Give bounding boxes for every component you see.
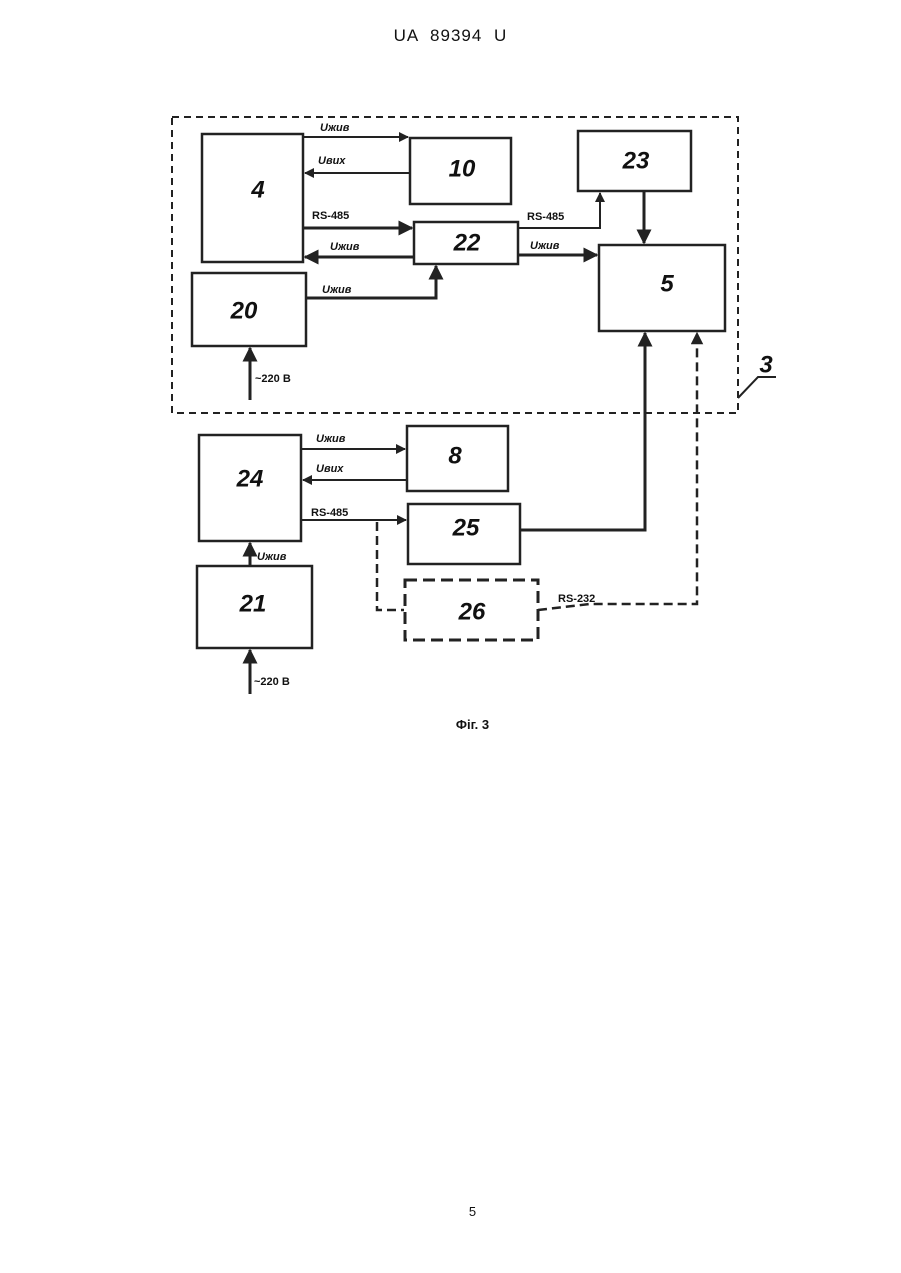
label-u-zhyv-22-5: Uжив (530, 240, 560, 252)
label-u-zhyv-22-4: Uжив (330, 241, 360, 253)
label-rs232: RS-232 (558, 593, 595, 605)
figure-caption: Фіг. 3 (0, 717, 901, 732)
label-rs485-24-25: RS-485 (311, 507, 348, 519)
frame-3-leader (738, 377, 776, 398)
block-21-label: 21 (239, 590, 267, 617)
arrow-25-to-5 (520, 333, 645, 530)
label-rs485-22-23: RS-485 (527, 211, 564, 223)
block-23-label: 23 (622, 147, 650, 174)
block-8-label: 8 (448, 442, 462, 469)
block-25-label: 25 (452, 514, 480, 541)
dashed-link-24-to-26 (377, 522, 404, 610)
label-u-vykh-8-24: Uвих (316, 463, 344, 475)
label-220v-20: ~220 В (255, 373, 291, 385)
block-22-label: 22 (453, 229, 481, 256)
label-220v-21: ~220 В (254, 676, 290, 688)
page-number: 5 (0, 1204, 901, 1219)
block-26-label: 26 (458, 598, 486, 625)
label-u-zhyv-21-24: Uжив (257, 551, 287, 563)
block-24-label: 24 (236, 465, 264, 492)
label-rs485-4-22: RS-485 (312, 210, 349, 222)
label-u-zhyv-4-10: Uжив (320, 122, 350, 134)
label-u-vykh-10-4: Uвих (318, 155, 346, 167)
block-5-label: 5 (660, 270, 674, 297)
dashed-arrow-26-to-5 (538, 333, 697, 610)
label-u-zhyv-20-22: Uжив (322, 284, 352, 296)
block-20-label: 20 (230, 297, 258, 324)
label-u-zhyv-24-8: Uжив (316, 433, 346, 445)
block-10-label: 10 (449, 155, 476, 182)
block-4-label: 4 (250, 176, 264, 203)
frame-3-label: 3 (759, 351, 773, 378)
